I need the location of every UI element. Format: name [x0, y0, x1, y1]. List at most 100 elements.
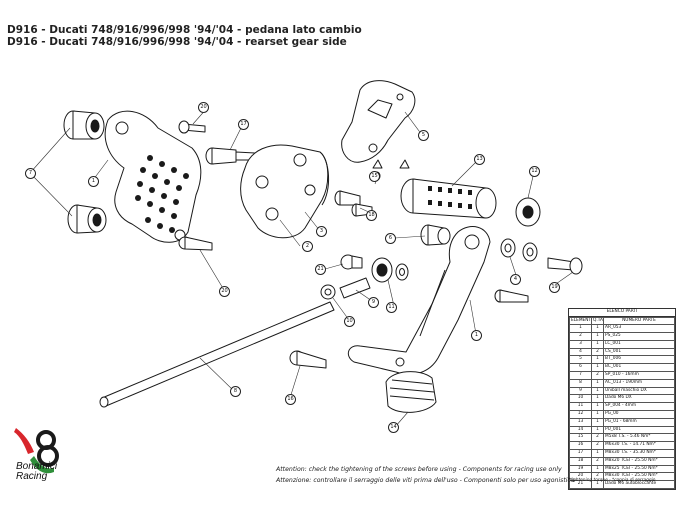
cell-element: 7 [569, 371, 592, 380]
cell-part-number: AR_053 [603, 324, 675, 334]
cell-element: 19 [569, 464, 592, 474]
cell-quantity: 1 [591, 339, 604, 349]
cell-quantity: 1 [591, 332, 604, 341]
cell-element: 17 [569, 449, 592, 458]
nut-m6-part [320, 284, 336, 300]
title-english: D916 - Ducati 748/916/996/998 '94/'04 - … [7, 36, 347, 48]
logo-wordmark: Bonamici Racing [16, 462, 57, 482]
cell-quantity: 1 [591, 324, 604, 334]
callout: 5 [418, 130, 429, 141]
parts-list-caption: ELENCO PARTI [569, 309, 675, 317]
cell-quantity: 1 [591, 425, 604, 435]
callout: 1 [88, 176, 99, 187]
header-part-number: NUMERO PARTE [603, 316, 675, 326]
cell-part-number: BC_001 [603, 363, 675, 373]
cell-element: 8 [569, 378, 592, 388]
callout: 11 [386, 302, 397, 313]
cell-part-number: M5x8 T.S. - 5.46 Nm* [603, 433, 675, 443]
bolt-rod-left-part [289, 350, 327, 369]
cell-quantity: 1 [591, 378, 604, 388]
cell-element: 12 [569, 410, 592, 419]
cell-element: 13 [569, 417, 592, 427]
callout: 14 [388, 422, 399, 433]
cell-quantity: 1 [591, 449, 604, 458]
callout: 20 [219, 286, 230, 297]
cell-element: 11 [569, 402, 592, 412]
bolt-lever-part [547, 257, 583, 275]
logo-line-1: Bonamici [16, 461, 58, 472]
cell-element: 3 [569, 339, 592, 349]
cell-part-number: LC_001 [603, 339, 675, 349]
uniball-part [339, 257, 393, 299]
cell-element: 5 [569, 355, 592, 365]
attention-english: Attention: check the tightening of the s… [276, 466, 562, 473]
cell-element: 14 [569, 425, 592, 435]
cell-element: 15 [569, 433, 592, 443]
cell-part-number: M8x20 TCEI - 25.50 Nm* [603, 456, 675, 466]
gear-lever-part [347, 226, 491, 375]
cell-part-number: M8x30 T.S. - 35.30 Nm* [603, 449, 675, 458]
cell-part-number: CS_001 [603, 347, 675, 357]
nut-part [340, 254, 363, 270]
title-italian: D916 - Ducati 748/916/996/998 '94/'04 - … [7, 24, 362, 36]
bolt-top-part [178, 120, 206, 134]
callout: 1 [471, 330, 482, 341]
logo-line-2: Racing [16, 471, 48, 482]
callout: 6 [385, 233, 396, 244]
cell-part-number: PG_01 - 68mm [603, 417, 675, 427]
callout: 13 [474, 154, 485, 165]
bolt-bottom-part [178, 236, 213, 251]
callout: 10 [344, 316, 355, 327]
end-cap-part [515, 197, 541, 227]
cell-element: 16 [569, 441, 592, 451]
washer-part [500, 238, 538, 262]
callout: 17 [238, 119, 249, 130]
callout: 18 [366, 210, 377, 221]
cell-element: 6 [569, 363, 592, 373]
cell-part-number: AC_013 - 190mm [603, 378, 675, 388]
linkage-rod-part [99, 301, 335, 408]
cell-quantity: 1 [591, 417, 604, 427]
cell-quantity: 2 [591, 441, 604, 451]
spacer-small-part [395, 263, 409, 281]
cell-quantity: 1 [591, 410, 604, 419]
cell-part-number: PS_025 [603, 332, 675, 341]
rubber-peg-part [385, 371, 437, 413]
cell-quantity: 2 [591, 456, 604, 466]
cell-element: 18 [569, 456, 592, 466]
cell-element: 9 [569, 386, 592, 396]
callout: 4 [510, 274, 521, 285]
cell-part-number: M8x25 TCEI - 25.50 Nm* [603, 464, 675, 474]
cell-part-number: SP_010 - 16mm [603, 371, 675, 380]
cell-part-number: Uniball maschio DX [603, 386, 675, 396]
cell-quantity: 1 [591, 363, 604, 373]
callout: 19 [549, 282, 560, 293]
spacer-bottom-part [67, 204, 107, 234]
cell-element: 2 [569, 332, 592, 341]
cell-quantity: 2 [591, 371, 604, 380]
cell-part-number: Dado M6 autobloccante [603, 480, 675, 490]
cell-element: 10 [569, 394, 592, 404]
cell-part-number: PG_00 [603, 410, 675, 419]
callout: 7 [25, 168, 36, 179]
gear-plate-part [341, 80, 416, 163]
